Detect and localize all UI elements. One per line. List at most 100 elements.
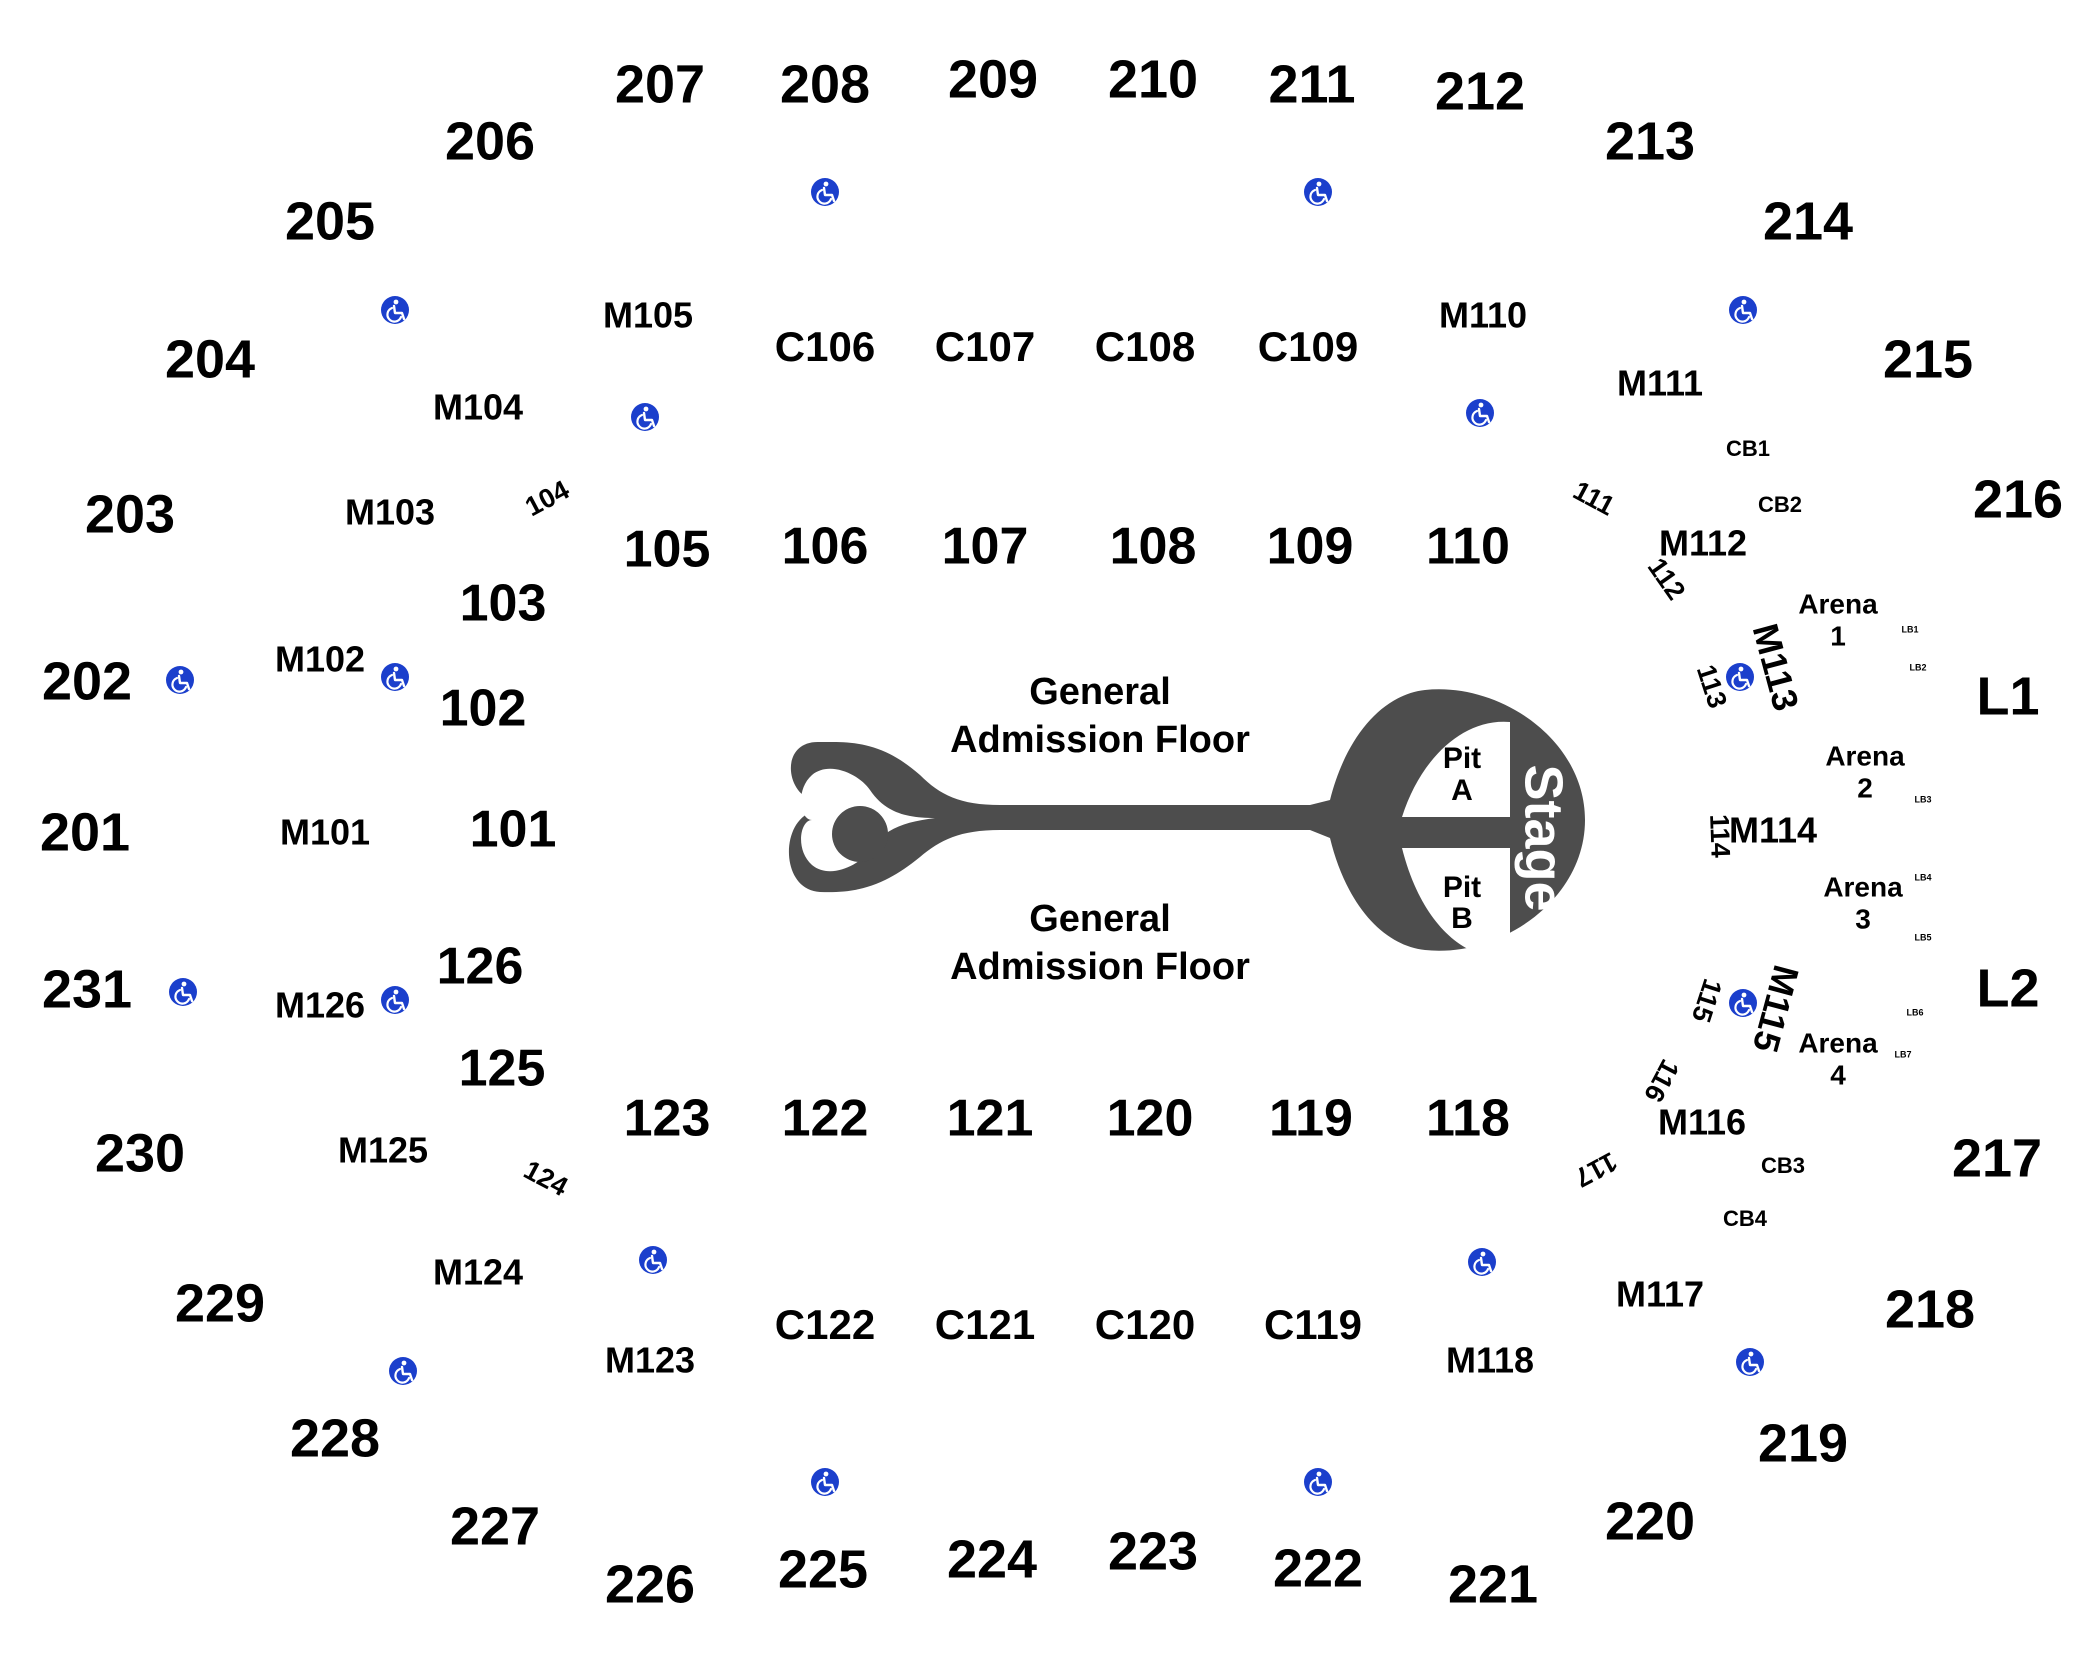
section-201[interactable]: 201 — [40, 802, 130, 862]
section-104[interactable]: 104 — [520, 475, 574, 523]
section-229[interactable]: 229 — [175, 1273, 265, 1333]
mezzanine-m117[interactable]: M117 — [1616, 1274, 1704, 1315]
section-102[interactable]: 102 — [440, 680, 527, 738]
section-113[interactable]: 113 — [1691, 661, 1733, 712]
section-205[interactable]: 205 — [285, 191, 375, 251]
section-223[interactable]: 223 — [1108, 1521, 1198, 1581]
club-box-cb2[interactable]: CB2 — [1758, 492, 1802, 517]
section-101[interactable]: 101 — [470, 801, 557, 859]
section-221[interactable]: 221 — [1448, 1554, 1538, 1614]
club-c121[interactable]: C121 — [935, 1301, 1035, 1348]
mezzanine-m124[interactable]: M124 — [433, 1252, 523, 1293]
arena-2-top[interactable]: Arena — [1825, 740, 1905, 771]
section-125[interactable]: 125 — [459, 1040, 546, 1098]
section-118[interactable]: 118 — [1426, 1090, 1510, 1148]
section-120[interactable]: 120 — [1107, 1090, 1194, 1148]
section-107[interactable]: 107 — [942, 518, 1029, 576]
section-230[interactable]: 230 — [95, 1123, 185, 1183]
arena-1-bottom[interactable]: 1 — [1830, 620, 1846, 651]
section-111[interactable]: 111 — [1568, 475, 1619, 521]
club-c108[interactable]: C108 — [1095, 323, 1195, 370]
section-207[interactable]: 207 — [615, 54, 705, 114]
pit-b-area[interactable] — [1402, 848, 1510, 959]
section-114[interactable]: 114 — [1704, 814, 1736, 859]
section-213[interactable]: 213 — [1605, 111, 1695, 171]
section-231[interactable]: 231 — [42, 959, 132, 1019]
section-202[interactable]: 202 — [42, 651, 132, 711]
section-227[interactable]: 227 — [450, 1496, 540, 1556]
mezzanine-m101[interactable]: M101 — [280, 812, 370, 853]
section-109[interactable]: 109 — [1267, 518, 1354, 576]
club-c119[interactable]: C119 — [1264, 1301, 1362, 1348]
pit-a-area[interactable] — [1402, 721, 1510, 817]
mezzanine-m110[interactable]: M110 — [1439, 295, 1527, 336]
club-c122[interactable]: C122 — [775, 1301, 875, 1348]
section-105[interactable]: 105 — [624, 521, 711, 579]
arena-4-bottom[interactable]: 4 — [1830, 1059, 1846, 1090]
arena-3-bottom[interactable]: 3 — [1855, 903, 1871, 934]
club-c109[interactable]: C109 — [1258, 323, 1358, 370]
section-218[interactable]: 218 — [1885, 1279, 1975, 1339]
club-c106[interactable]: C106 — [775, 323, 875, 370]
club-box-cb1[interactable]: CB1 — [1726, 436, 1770, 461]
loge-box-lb2[interactable]: LB2 — [1909, 662, 1926, 672]
section-123[interactable]: 123 — [624, 1090, 711, 1148]
club-box-cb3[interactable]: CB3 — [1761, 1153, 1805, 1178]
club-c107[interactable]: C107 — [935, 323, 1035, 370]
runway-shape[interactable] — [788, 689, 1585, 951]
section-203[interactable]: 203 — [85, 484, 175, 544]
mix-position[interactable] — [832, 806, 888, 862]
mezzanine-m118[interactable]: M118 — [1446, 1340, 1534, 1381]
section-110[interactable]: 110 — [1426, 518, 1510, 576]
loge-l1[interactable]: L1 — [1976, 666, 2039, 726]
arena-2-bottom[interactable]: 2 — [1857, 772, 1873, 803]
mezzanine-m105[interactable]: M105 — [603, 295, 693, 336]
section-212[interactable]: 212 — [1435, 61, 1525, 121]
mezzanine-m103[interactable]: M103 — [345, 492, 435, 533]
mezzanine-m116[interactable]: M116 — [1658, 1102, 1746, 1143]
mezzanine-m126[interactable]: M126 — [275, 985, 365, 1026]
section-204[interactable]: 204 — [165, 329, 255, 389]
loge-box-lb1[interactable]: LB1 — [1901, 624, 1918, 634]
arena-1-top[interactable]: Arena — [1798, 588, 1878, 619]
arena-4-top[interactable]: Arena — [1798, 1027, 1878, 1058]
club-box-cb4[interactable]: CB4 — [1723, 1206, 1768, 1231]
section-122[interactable]: 122 — [782, 1090, 869, 1148]
loge-box-lb4[interactable]: LB4 — [1914, 872, 1931, 882]
section-226[interactable]: 226 — [605, 1554, 695, 1614]
loge-box-lb6[interactable]: LB6 — [1906, 1007, 1923, 1017]
section-228[interactable]: 228 — [290, 1408, 380, 1468]
section-126[interactable]: 126 — [437, 938, 524, 996]
section-214[interactable]: 214 — [1763, 191, 1853, 251]
section-222[interactable]: 222 — [1273, 1538, 1363, 1598]
loge-box-lb7[interactable]: LB7 — [1894, 1049, 1911, 1059]
section-115[interactable]: 115 — [1686, 975, 1728, 1026]
mezzanine-m102[interactable]: M102 — [275, 639, 365, 680]
mezzanine-m114[interactable]: M114 — [1729, 810, 1817, 851]
mezzanine-m104[interactable]: M104 — [433, 387, 523, 428]
section-211[interactable]: 211 — [1268, 54, 1355, 114]
club-c120[interactable]: C120 — [1095, 1301, 1195, 1348]
section-108[interactable]: 108 — [1110, 518, 1197, 576]
section-225[interactable]: 225 — [778, 1539, 868, 1599]
section-124[interactable]: 124 — [519, 1155, 573, 1203]
arena-3-top[interactable]: Arena — [1823, 871, 1903, 902]
section-219[interactable]: 219 — [1758, 1413, 1848, 1473]
section-210[interactable]: 210 — [1108, 49, 1198, 109]
mezzanine-m123[interactable]: M123 — [605, 1340, 695, 1381]
section-208[interactable]: 208 — [780, 54, 870, 114]
section-206[interactable]: 206 — [445, 111, 535, 171]
section-106[interactable]: 106 — [782, 518, 869, 576]
section-217[interactable]: 217 — [1952, 1128, 2042, 1188]
mezzanine-m125[interactable]: M125 — [338, 1130, 428, 1171]
section-121[interactable]: 121 — [947, 1090, 1034, 1148]
mezzanine-m113[interactable]: M113 — [1745, 619, 1807, 715]
loge-box-lb5[interactable]: LB5 — [1914, 932, 1931, 942]
mezzanine-m111[interactable]: M111 — [1617, 363, 1703, 404]
section-224[interactable]: 224 — [947, 1529, 1037, 1589]
section-220[interactable]: 220 — [1605, 1491, 1695, 1551]
section-209[interactable]: 209 — [948, 49, 1038, 109]
section-119[interactable]: 119 — [1269, 1090, 1353, 1148]
loge-l2[interactable]: L2 — [1976, 958, 2039, 1018]
section-117[interactable]: 117 — [1570, 1146, 1623, 1193]
